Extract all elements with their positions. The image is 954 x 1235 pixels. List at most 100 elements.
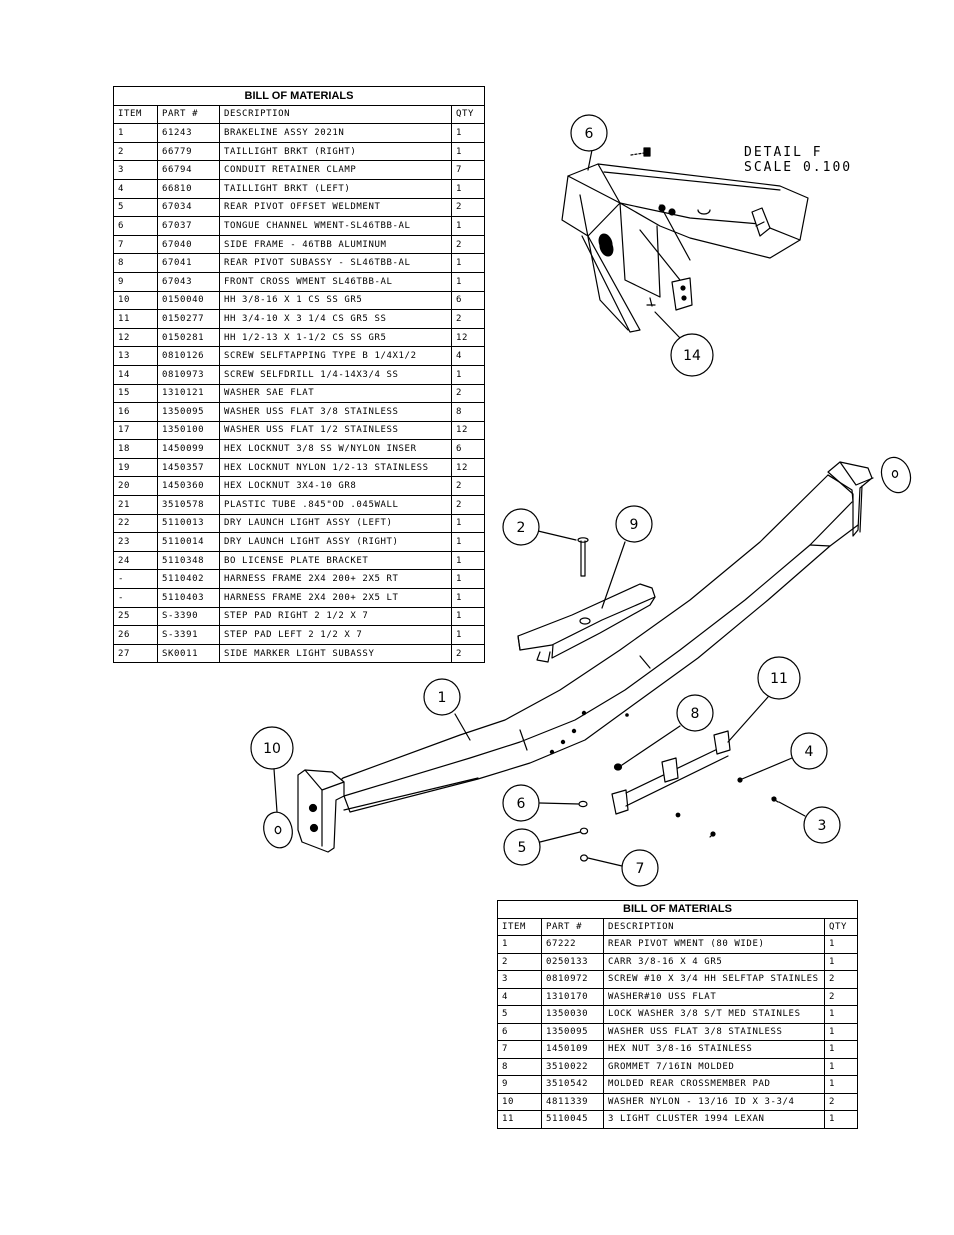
quantity: 12 xyxy=(451,327,485,348)
balloon-3: 3 xyxy=(778,801,841,844)
part-number: 0150281 xyxy=(157,327,220,348)
quantity: 1 xyxy=(451,253,485,273)
balloon-7: 7 xyxy=(587,849,659,887)
part-number: SK0011 xyxy=(157,643,220,664)
description: 3 LIGHT CLUSTER 1994 LEXAN xyxy=(603,1110,825,1129)
header-qty: QTY xyxy=(824,917,858,936)
quantity: 12 xyxy=(451,457,485,478)
quantity: 1 xyxy=(451,271,485,292)
hex-nut xyxy=(579,854,588,862)
carriage-bolt xyxy=(577,537,589,577)
quantity: 2 xyxy=(451,309,485,329)
svg-text:7: 7 xyxy=(636,861,645,877)
svg-text:8: 8 xyxy=(691,706,700,722)
quantity: 2 xyxy=(451,383,485,404)
nylon-washer xyxy=(263,811,293,849)
part-number: 5110045 xyxy=(541,1110,604,1129)
svg-text:5: 5 xyxy=(518,840,527,856)
item-number: 11 xyxy=(497,1110,542,1129)
svg-text:11: 11 xyxy=(770,671,788,687)
quantity: 2 xyxy=(451,476,485,497)
crossmember-pad xyxy=(517,583,656,663)
quantity: 1 xyxy=(451,123,485,143)
quantity: 2 xyxy=(451,643,485,664)
description: WASHER USS FLAT 1/2 STAINLESS xyxy=(219,420,452,441)
light-cluster xyxy=(611,730,731,818)
detail-label: DETAIL F xyxy=(744,145,823,160)
detail-f-view: DETAIL F SCALE 0.100 6 xyxy=(561,114,852,377)
detail-scale: SCALE 0.100 xyxy=(744,160,852,175)
flat-washer xyxy=(578,800,588,808)
rear-pivot-weldment xyxy=(297,461,874,853)
header-qty: QTY xyxy=(451,104,485,125)
lock-washer xyxy=(579,827,589,835)
description: HH 1/2-13 X 1-1/2 CS SS GR5 xyxy=(219,327,452,348)
svg-text:4: 4 xyxy=(805,744,814,760)
balloon-label: 6 xyxy=(585,126,594,142)
item-number: 10 xyxy=(113,290,158,311)
bom-table-bottom: BILL OF MATERIALS ITEM PART # DESCRIPTIO… xyxy=(497,900,858,1129)
svg-text:10: 10 xyxy=(263,741,281,757)
item-number: 17 xyxy=(113,420,158,441)
balloon-5: 5 xyxy=(503,828,581,866)
item-number: 20 xyxy=(113,476,158,497)
flat-washer xyxy=(737,777,743,783)
svg-text:6: 6 xyxy=(517,796,526,812)
part-number: 1450099 xyxy=(157,439,220,459)
bom-title: BILL OF MATERIALS xyxy=(497,900,858,919)
part-number: 1450360 xyxy=(157,476,220,497)
balloon-4: 4 xyxy=(741,732,828,780)
nylon-washer xyxy=(880,456,912,494)
quantity: 6 xyxy=(451,439,485,459)
part-number: 1310121 xyxy=(157,383,220,404)
item-number: 19 xyxy=(113,457,158,478)
quantity: 1 xyxy=(451,364,485,385)
part-number: 67041 xyxy=(157,253,220,273)
svg-text:9: 9 xyxy=(630,517,639,533)
balloon-1: 1 xyxy=(423,678,471,741)
svg-text:1: 1 xyxy=(438,690,447,706)
svg-text:2: 2 xyxy=(517,520,526,536)
balloon-2: 2 xyxy=(502,508,577,546)
balloon-label: 14 xyxy=(683,348,701,364)
balloon-11: 11 xyxy=(727,656,801,743)
balloon-10: 10 xyxy=(250,726,294,813)
quantity: 4 xyxy=(451,346,485,366)
description: HEX LOCKNUT 3/8 SS W/NYLON INSER xyxy=(219,439,452,459)
bom-header-row: ITEM PART # DESCRIPTION QTY xyxy=(113,104,485,125)
description: SCREW SELFDRILL 1/4-14X3/4 SS xyxy=(219,364,452,385)
quantity: 8 xyxy=(451,402,485,422)
bom-table-top: BILL OF MATERIALS ITEM PART # DESCRIPTIO… xyxy=(113,86,485,664)
